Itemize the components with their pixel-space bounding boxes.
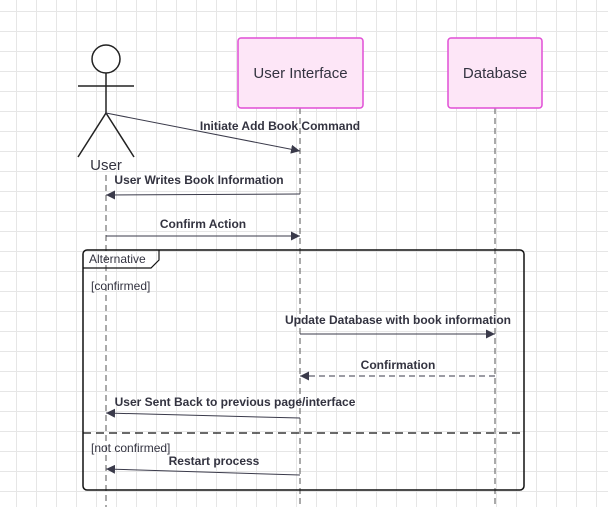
confirmation-label: Confirmation (361, 358, 436, 372)
writes-label: User Writes Book Information (114, 173, 283, 187)
initiate-label: Initiate Add Book Command (200, 119, 360, 133)
user-interface-participant[interactable]: User Interface (237, 37, 364, 109)
sent-back-arrow[interactable] (105, 408, 301, 419)
alternative-fragment-label: Alternative (89, 252, 146, 266)
database-label: Database (463, 65, 527, 82)
guard-confirmed: [confirmed] (91, 279, 150, 293)
guard-not-confirmed: [not confirmed] (91, 441, 170, 455)
initiate-arrow[interactable] (105, 112, 301, 154)
alternative-fragment[interactable] (82, 249, 525, 491)
user-interface-label: User Interface (253, 65, 347, 82)
user-actor-icon[interactable] (77, 44, 135, 158)
confirm-action-label: Confirm Action (160, 217, 246, 231)
writes-arrow[interactable] (105, 190, 301, 200)
sent-back-label: User Sent Back to previous page/interfac… (115, 395, 356, 409)
restart-arrow[interactable] (105, 464, 301, 476)
restart-label: Restart process (169, 454, 260, 468)
database-participant[interactable]: Database (447, 37, 543, 109)
user-actor-label: User (90, 157, 122, 174)
update-db-label: Update Database with book information (285, 313, 511, 327)
alternative-fragment-tab (83, 250, 160, 269)
